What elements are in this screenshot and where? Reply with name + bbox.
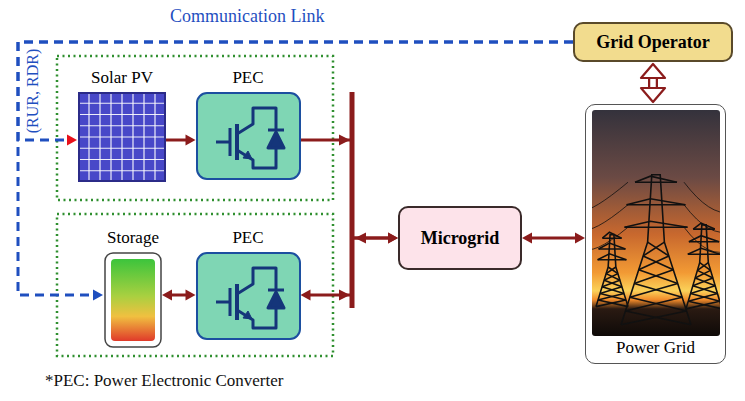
microgrid-box: Microgrid [398, 206, 522, 270]
node-label: PEC [232, 228, 263, 248]
node-label: Power Grid [616, 338, 695, 358]
node-art [104, 252, 162, 348]
panel-grid [80, 170, 164, 171]
connector [301, 233, 399, 301]
node-art [196, 252, 301, 340]
converter-body [197, 253, 300, 339]
panel-grid [80, 148, 164, 149]
panel-body [79, 93, 165, 181]
connector-line [171, 294, 187, 297]
connector [641, 64, 665, 102]
converter-node: PEC [196, 68, 301, 180]
node-shape [196, 92, 301, 180]
node-shape [592, 110, 720, 336]
node-label: Microgrid [421, 227, 500, 249]
node-label: Storage [107, 228, 159, 248]
signal-label: (RUR, RDR) [22, 49, 44, 133]
arrow-head [301, 290, 311, 301]
solar-pv-node: Solar PV [78, 68, 166, 182]
link-label: Communication Link [170, 5, 325, 27]
node-shape [104, 252, 162, 348]
panel-grid [80, 159, 164, 160]
connector-line [310, 238, 390, 295]
arrow-head [93, 290, 103, 301]
arrow-head [388, 233, 398, 244]
arrow-head [522, 233, 532, 244]
node-art [196, 92, 301, 180]
grid-photo [592, 110, 720, 336]
connector-line [531, 237, 576, 240]
arrow-head [388, 233, 398, 244]
arrow-head [162, 290, 172, 301]
panel-grid [132, 94, 133, 180]
group-outline [57, 56, 333, 200]
node-art [78, 92, 166, 182]
footnote: *PEC: Power Electronic Converter [45, 370, 283, 392]
battery-charge [111, 259, 155, 341]
arrow-head [641, 64, 665, 78]
panel-grid [80, 136, 164, 137]
group-outline [57, 214, 333, 356]
connector [162, 290, 196, 301]
connector-line [166, 139, 187, 142]
node-label: Solar PV [91, 68, 153, 88]
power-grid-box: Power Grid [585, 104, 726, 364]
igbt-symbol [216, 108, 284, 168]
connector [301, 140, 399, 244]
connector [166, 135, 196, 146]
converter-node: PEC [196, 228, 301, 340]
node-shape [196, 252, 301, 340]
storage-node: Storage [104, 228, 162, 348]
grid-operator-box: Grid Operator [573, 22, 733, 62]
panel-grid [143, 94, 144, 180]
node-label: PEC [232, 68, 263, 88]
node-shape [78, 92, 166, 182]
node-label: Grid Operator [596, 31, 709, 53]
arrow-head [186, 290, 196, 301]
igbt-symbol [216, 268, 284, 328]
panel-grid [154, 94, 155, 180]
arrow-head [67, 135, 77, 146]
battery-frame [105, 253, 161, 347]
connector-line [301, 140, 390, 238]
connector [522, 233, 585, 244]
arrow-head [641, 88, 665, 102]
arrow-head [186, 135, 196, 146]
node-art [592, 110, 720, 336]
arrow-head [575, 233, 585, 244]
converter-body [197, 93, 300, 179]
